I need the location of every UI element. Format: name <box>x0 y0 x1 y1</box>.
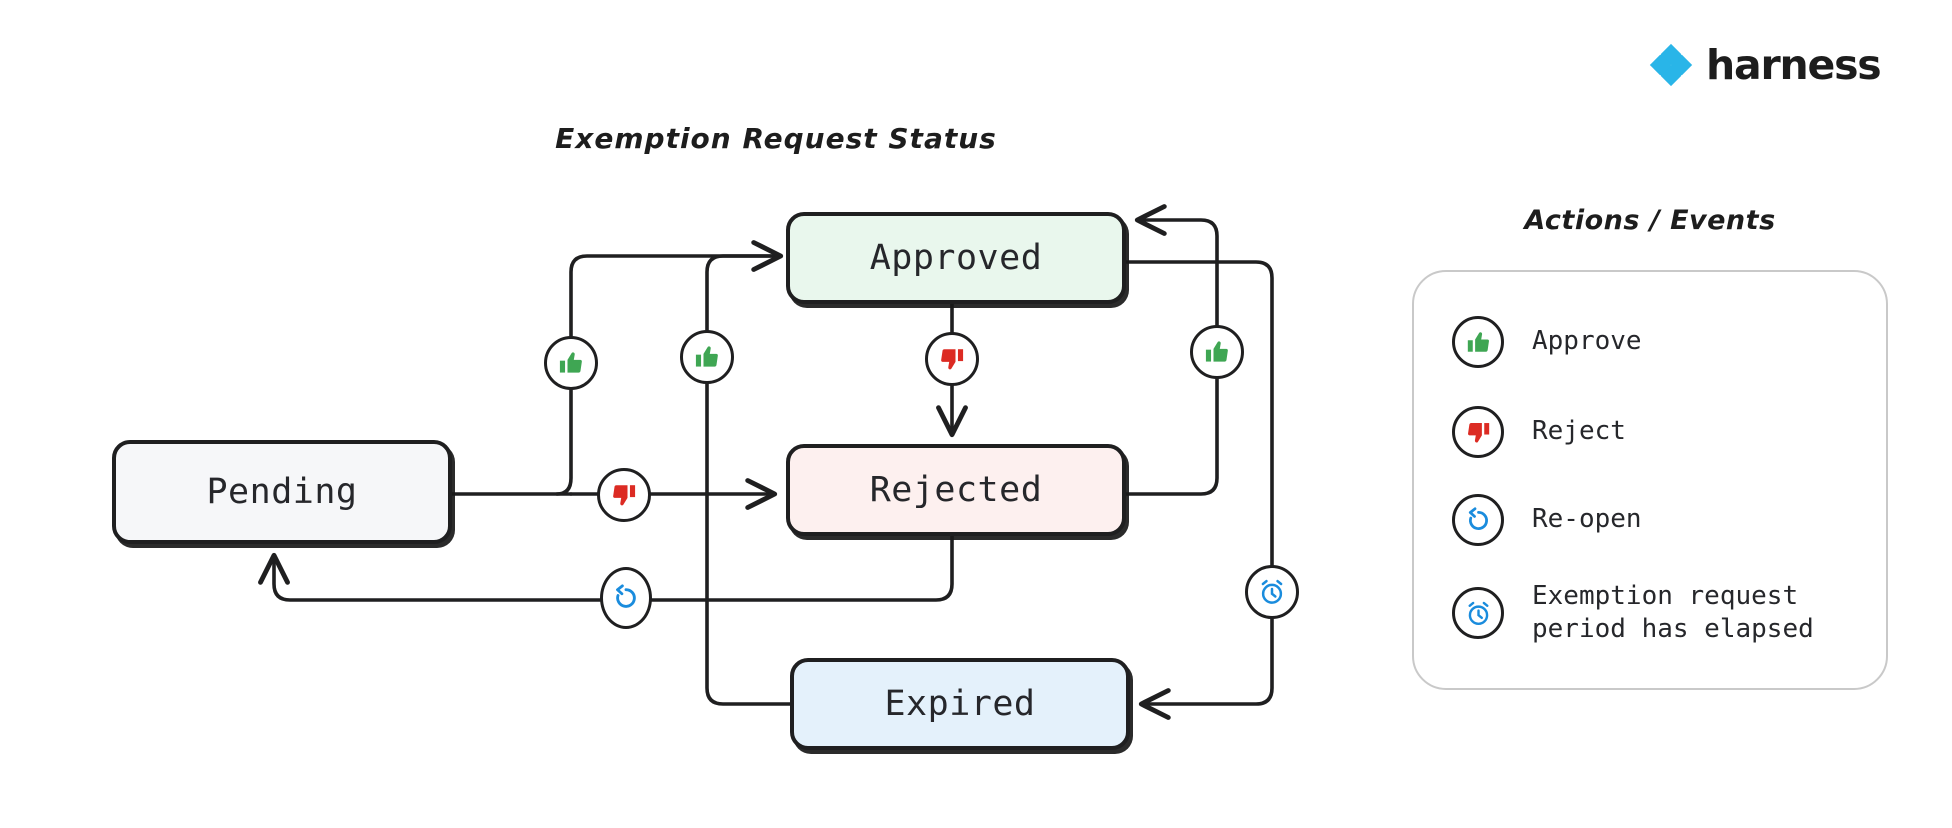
legend-panel: Approve Reject Re-open <box>1412 270 1888 690</box>
reopen-icon <box>616 584 636 608</box>
thumbs-up-icon <box>1205 341 1228 362</box>
reopen-glyph <box>1468 506 1488 530</box>
legend-label-approve: Approve <box>1532 326 1642 357</box>
state-label-pending: Pending <box>206 472 358 512</box>
legend-label-reject: Reject <box>1532 416 1626 447</box>
edge-pending-approved-upper <box>569 254 774 338</box>
legend-item-reject: Reject <box>1452 406 1626 458</box>
edge-badge-expired-approved[interactable] <box>680 330 734 384</box>
alarm-clock-glyph <box>1467 601 1489 625</box>
edge-rejected-approved-upper <box>1134 204 1219 327</box>
edge-rejected-approved-lower <box>1124 377 1219 496</box>
edge-approved-expired-a <box>1124 260 1274 567</box>
thumbs-down-icon <box>941 349 964 370</box>
edge-badge-period-elapsed[interactable] <box>1245 565 1299 619</box>
alarm-clock-icon <box>1452 587 1504 640</box>
legend-label-period-elapsed: Exemption request period has elapsed <box>1532 581 1814 645</box>
state-label-expired: Expired <box>884 684 1036 724</box>
edge-badge-reopen[interactable] <box>600 567 652 629</box>
edge-expired-approved-upper <box>705 240 784 332</box>
state-node-pending[interactable]: Pending <box>112 440 452 544</box>
harness-logo: harness <box>1648 40 1882 89</box>
legend-item-approve: Approve <box>1452 316 1642 368</box>
thumbs-up-icon <box>695 346 718 367</box>
edge-badge-pending-rejected[interactable] <box>597 468 651 522</box>
edge-rejected-pending-b <box>258 552 602 602</box>
thumbs-down-icon <box>1452 406 1504 458</box>
thumbs-down-glyph <box>1467 422 1489 443</box>
edge-badge-pending-approved[interactable] <box>544 336 598 390</box>
thumbs-up-icon <box>1452 316 1504 368</box>
legend-title: Actions / Events <box>1524 205 1776 236</box>
state-label-rejected: Rejected <box>869 470 1043 510</box>
legend-label-reopen: Re-open <box>1532 504 1642 535</box>
diagram-title: Exemption Request Status <box>555 122 997 155</box>
thumbs-down-icon <box>613 485 636 506</box>
thumbs-up-glyph <box>1467 331 1489 352</box>
edge-pending-approved-lower <box>555 388 573 496</box>
brand-name: harness <box>1706 40 1882 89</box>
edge-rejected-pending-a <box>650 534 954 602</box>
edge-badge-approved-rejected[interactable] <box>925 332 979 386</box>
state-node-expired[interactable]: Expired <box>790 658 1130 750</box>
edge-expired-approved-lower <box>705 382 792 706</box>
thumbs-up-icon <box>559 352 582 373</box>
edge-badge-rejected-approved[interactable] <box>1190 325 1244 379</box>
alarm-clock-icon <box>1261 579 1283 604</box>
state-node-rejected[interactable]: Rejected <box>786 444 1126 536</box>
state-label-approved: Approved <box>869 238 1043 278</box>
legend-item-reopen: Re-open <box>1452 494 1642 546</box>
harness-diamond-logo-icon <box>1649 43 1693 87</box>
legend-item-period-elapsed: Exemption request period has elapsed <box>1452 580 1814 647</box>
state-node-approved[interactable]: Approved <box>786 212 1126 304</box>
reopen-icon <box>1452 494 1504 546</box>
edge-approved-expired-b <box>1138 617 1274 720</box>
